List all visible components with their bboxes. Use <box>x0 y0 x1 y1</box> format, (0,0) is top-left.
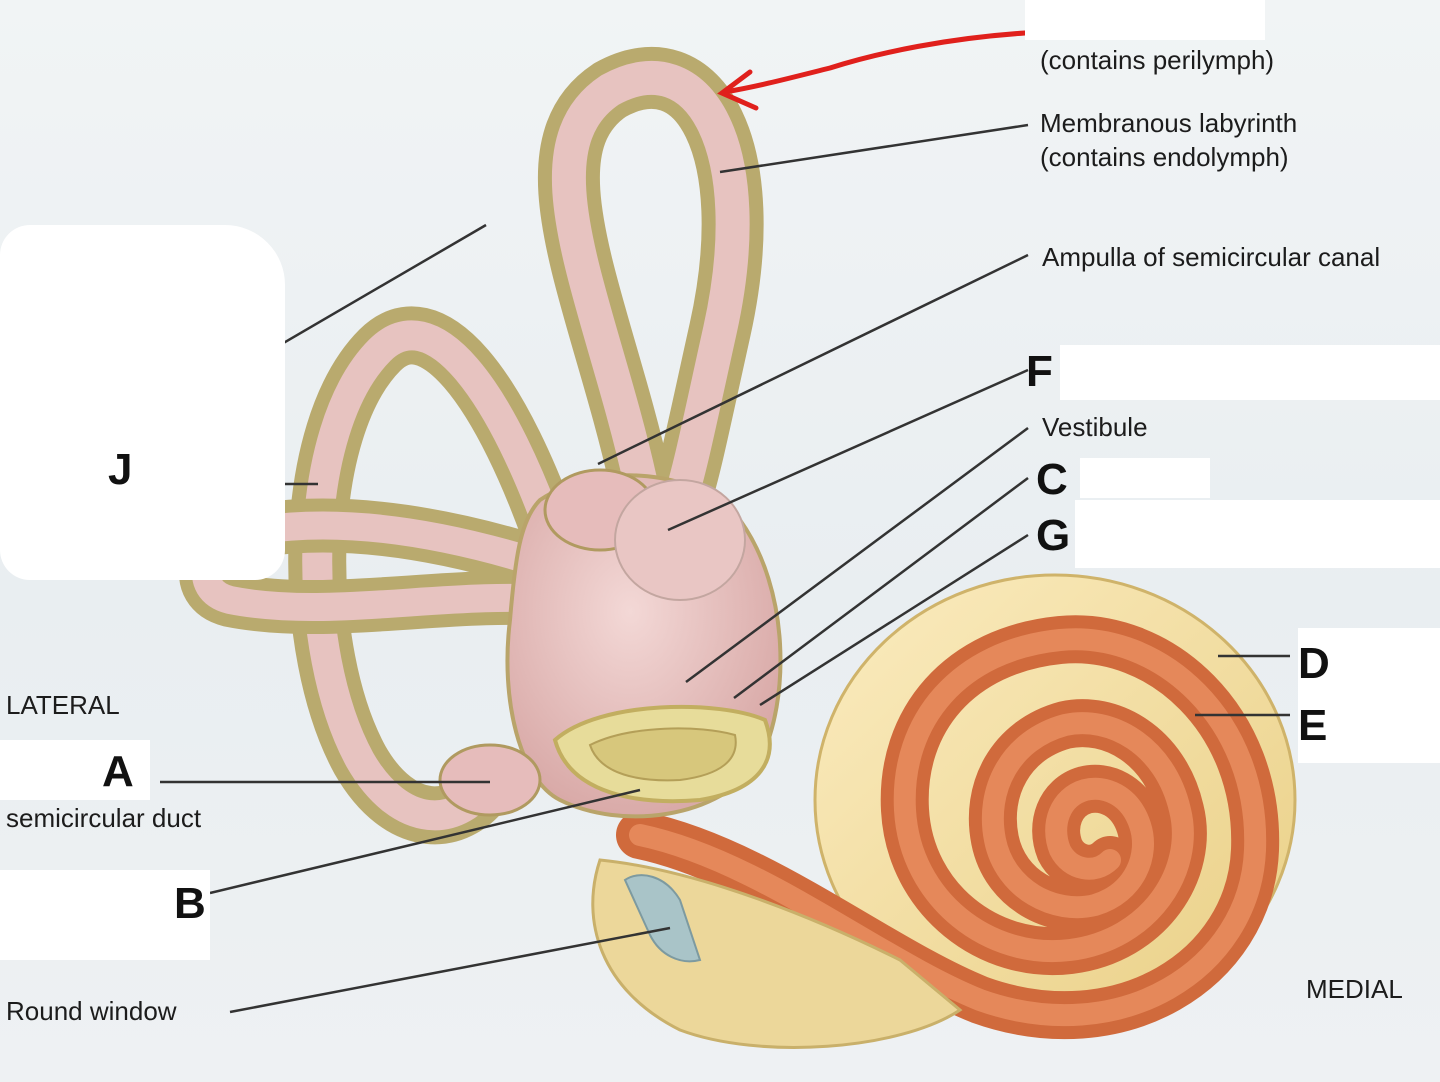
cochlea <box>616 573 1297 1040</box>
label-vestibule: Vestibule <box>1042 412 1148 442</box>
label-semicircular-duct: semicircular duct <box>6 803 202 833</box>
marker-a: A <box>102 747 134 796</box>
red-arrow <box>717 30 1028 111</box>
redaction-de <box>1298 628 1440 763</box>
marker-f: F <box>1026 347 1053 396</box>
label-perilymph: (contains perilymph) <box>1040 45 1275 75</box>
marker-c: C <box>1036 455 1068 504</box>
label-lateral: LATERAL <box>6 690 120 720</box>
marker-d: D <box>1298 639 1330 688</box>
label-ampulla: Ampulla of semicircular canal <box>1042 242 1381 272</box>
redaction-top-right <box>1025 0 1265 40</box>
redaction-f <box>1060 345 1440 400</box>
label-medial: MEDIAL <box>1306 974 1403 1004</box>
redaction-b <box>0 870 210 960</box>
marker-e: E <box>1298 701 1328 750</box>
label-endolymph: (contains endolymph) <box>1040 142 1289 172</box>
redaction-c <box>1080 458 1210 498</box>
round-window-opening <box>623 874 702 963</box>
semicircular-canals <box>179 47 764 845</box>
vestibule <box>438 468 783 819</box>
marker-g: G <box>1036 511 1071 560</box>
label-membranous-labyrinth: Membranous labyrinth <box>1040 108 1298 138</box>
redaction-a <box>0 740 150 800</box>
redaction-g <box>1075 500 1440 568</box>
round-window-region <box>591 858 963 1049</box>
label-round-window: Round window <box>6 996 177 1026</box>
marker-b: B <box>174 879 206 928</box>
marker-j: J <box>108 445 133 494</box>
redaction-left <box>0 225 285 580</box>
